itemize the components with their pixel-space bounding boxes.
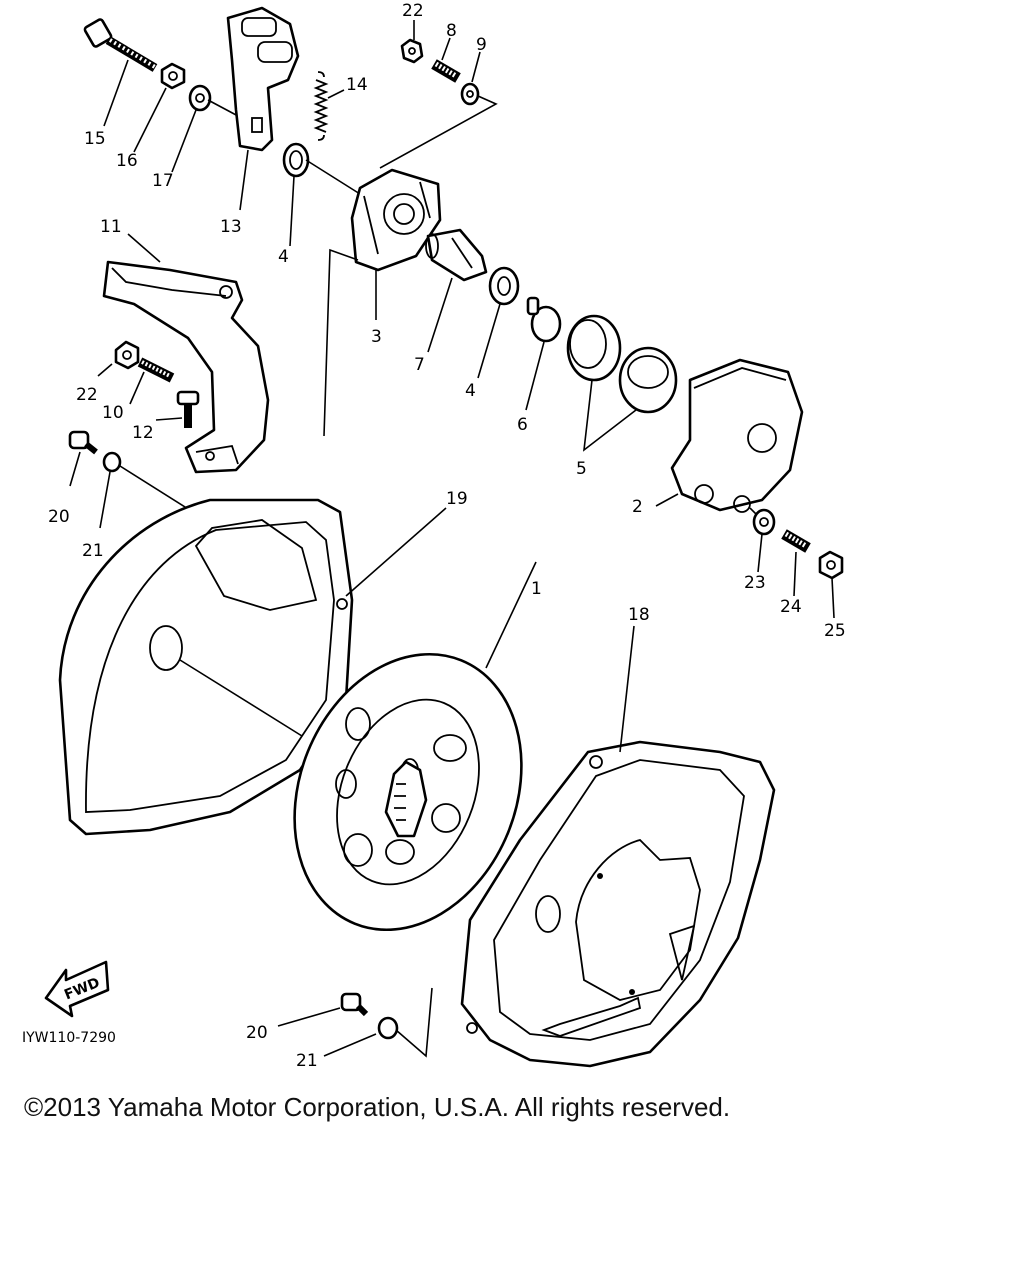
exploded-parts-diagram: FWD IYW110-7290 1 2 3 4 4 5 6 7 8 9 10 1… xyxy=(22,1,846,1071)
callout-1: 1 xyxy=(531,579,542,599)
callout-18: 18 xyxy=(628,605,650,625)
callout-8: 8 xyxy=(446,21,457,41)
part-11-mounting-bracket xyxy=(102,260,270,474)
callout-12: 12 xyxy=(132,423,154,443)
copyright-notice: ©2013 Yamaha Motor Corporation, U.S.A. A… xyxy=(24,1092,731,1122)
part-6-pin xyxy=(526,296,562,343)
part-20-bolt-lower xyxy=(340,992,369,1017)
part-17-washer xyxy=(188,84,212,112)
diagram-code: IYW110-7290 xyxy=(22,1030,116,1046)
part-24-stud xyxy=(781,529,811,553)
part-21-washer-upper xyxy=(102,451,122,473)
part-9-washer xyxy=(460,82,480,106)
callout-19: 19 xyxy=(446,489,468,509)
part-16-nut xyxy=(160,62,186,90)
callout-7: 7 xyxy=(414,355,425,375)
callout-22-left: 22 xyxy=(76,385,98,405)
callout-20-upper: 20 xyxy=(48,507,70,527)
callout-16: 16 xyxy=(116,151,138,171)
part-13-lever-arm xyxy=(226,6,300,152)
part-23-washer xyxy=(752,508,776,536)
part-2-caliper-body xyxy=(670,358,804,513)
part-20-bolt-upper xyxy=(68,430,98,455)
callout-25: 25 xyxy=(824,621,846,641)
callout-4-lower: 4 xyxy=(465,381,476,401)
callout-23: 23 xyxy=(744,573,766,593)
callout-17: 17 xyxy=(152,171,174,191)
part-22-nut-top xyxy=(400,38,424,64)
callout-4-upper: 4 xyxy=(278,247,289,267)
callout-22-top: 22 xyxy=(402,1,424,21)
part-18-outer-cover xyxy=(460,740,776,1068)
callout-21-upper: 21 xyxy=(82,541,104,561)
callout-14: 14 xyxy=(346,75,368,95)
callout-9: 9 xyxy=(476,35,487,55)
part-10-bolt xyxy=(137,357,175,383)
callout-10: 10 xyxy=(102,403,124,423)
callout-3: 3 xyxy=(371,327,382,347)
callout-24: 24 xyxy=(780,597,802,617)
part-4-seal-lower xyxy=(488,266,520,306)
part-12-bolt xyxy=(176,390,200,428)
part-5-piston-b xyxy=(618,346,678,414)
part-21-washer-lower xyxy=(377,1016,399,1040)
callout-5: 5 xyxy=(576,459,587,479)
callout-2: 2 xyxy=(632,497,643,517)
callout-11: 11 xyxy=(100,217,122,237)
part-5-piston-a xyxy=(566,314,622,382)
part-14-spring xyxy=(313,71,329,141)
callout-6: 6 xyxy=(517,415,528,435)
part-1-brake-disc xyxy=(293,652,523,932)
part-4-seal-upper xyxy=(282,142,310,178)
part-7-adjuster-shaft xyxy=(425,228,488,282)
callout-13: 13 xyxy=(220,217,242,237)
callout-21-lower: 21 xyxy=(296,1051,318,1071)
part-19-inner-cover xyxy=(58,498,354,836)
part-3-caliper-bracket xyxy=(350,168,442,272)
part-25-nut xyxy=(818,550,844,580)
part-15-bolt xyxy=(83,18,158,72)
callout-20-lower: 20 xyxy=(246,1023,268,1043)
part-8-stud xyxy=(431,59,461,83)
part-22-nut-left xyxy=(114,340,140,370)
fwd-arrow-icon: FWD xyxy=(44,960,110,1018)
callout-15: 15 xyxy=(84,129,106,149)
